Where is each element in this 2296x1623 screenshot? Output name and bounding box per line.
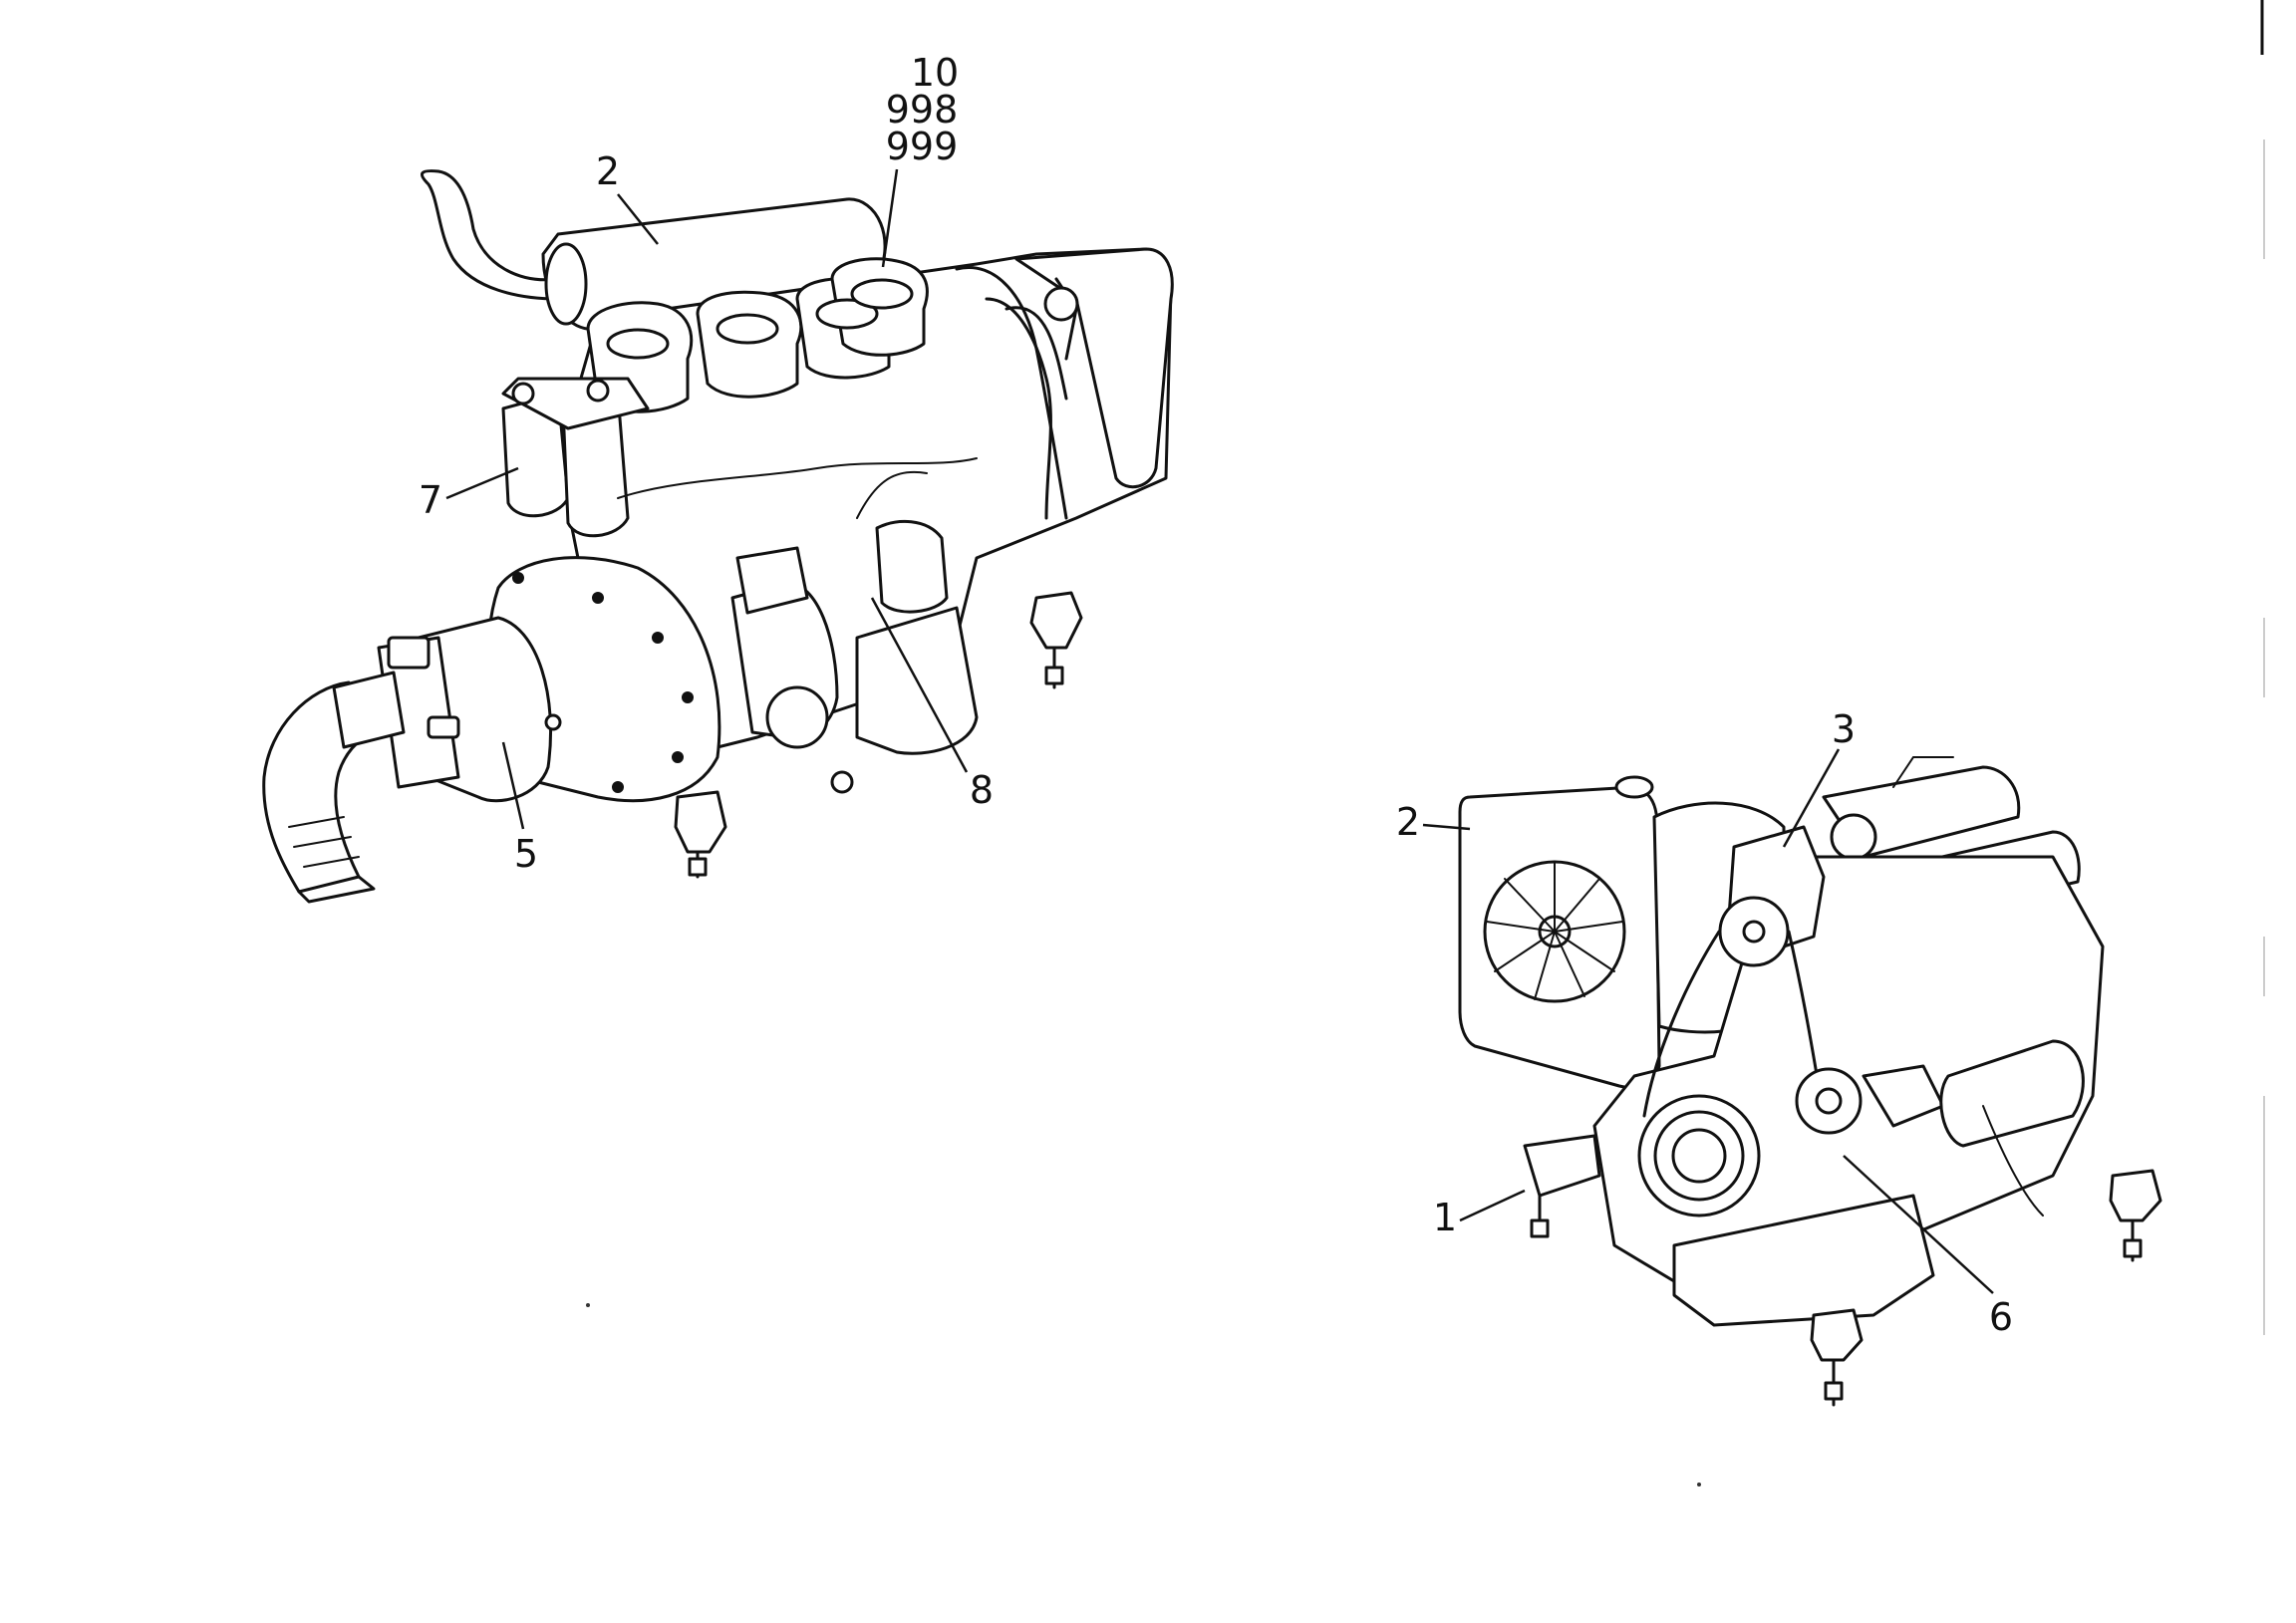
callout-left-998: 998 [886,88,959,132]
page-edge-marks [2260,0,2265,1335]
fan-blades [1486,862,1623,1000]
callout-left-999: 999 [886,125,959,168]
callout-right-1: 1 [1433,1196,1457,1239]
callout-left-5: 5 [514,832,538,876]
leader-right-2 [1422,823,1471,831]
leader-right-3 [1782,748,1841,848]
scan-speck [586,1303,590,1307]
leader-left-5 [501,741,525,830]
leader-right-6 [1843,1155,1994,1294]
callout-left-10: 10 [911,51,959,95]
leader-left-7 [445,466,519,500]
callout-right-6: 6 [1989,1295,2013,1339]
leader-left-10 [881,168,899,268]
callouts-right: 3 2 1 6 [1396,707,2013,1339]
callout-left-7: 7 [419,478,442,522]
scan-speck [1697,1483,1701,1487]
callout-right-2: 2 [1396,800,1420,844]
callout-left-8: 8 [970,768,994,812]
callout-left-2: 2 [596,149,620,193]
leader-right-1 [1459,1189,1526,1222]
engine-right-drawing [1458,756,2162,1407]
leader-left-8 [870,597,969,773]
leader-left-2 [617,193,659,245]
callouts-left: 10 998 999 2 7 5 8 [419,51,994,876]
callout-right-3: 3 [1832,707,1856,751]
engine-left-drawing [262,169,1174,904]
